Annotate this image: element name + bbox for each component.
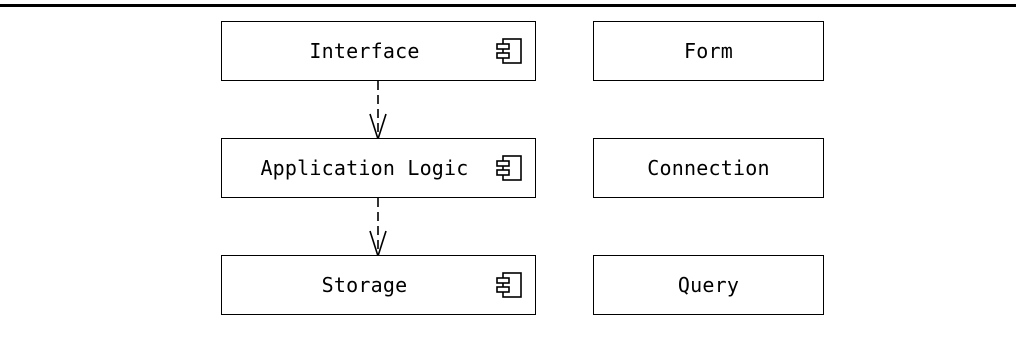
dependency-arrow-logic-to-storage — [369, 198, 387, 259]
box-label: Query — [677, 273, 740, 297]
box-query[interactable]: Query — [593, 255, 824, 315]
box-connection[interactable]: Connection — [593, 138, 824, 198]
box-label: Connection — [647, 156, 770, 180]
component-icon — [496, 155, 522, 181]
component-storage[interactable]: Storage — [221, 255, 536, 315]
top-divider — [0, 4, 1016, 7]
component-interface[interactable]: Interface — [221, 21, 536, 81]
component-icon — [496, 38, 522, 64]
box-label: Form — [684, 39, 733, 63]
box-form[interactable]: Form — [593, 21, 824, 81]
component-label: Storage — [321, 273, 408, 297]
dependency-arrow-interface-to-logic — [369, 81, 387, 142]
component-label: Application Logic — [260, 156, 469, 180]
component-icon — [496, 272, 522, 298]
component-label: Interface — [309, 39, 420, 63]
component-application-logic[interactable]: Application Logic — [221, 138, 536, 198]
